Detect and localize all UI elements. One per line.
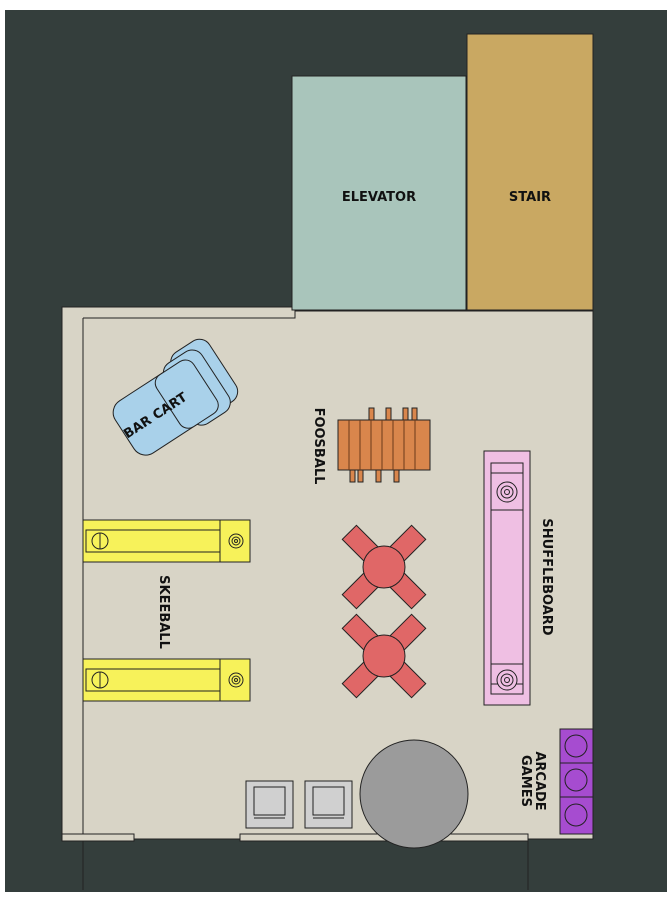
foosball-label: FOOSBALL (311, 408, 326, 485)
arcade-games (559, 728, 594, 835)
arcade-label-line1: ARCADE (532, 751, 547, 810)
skeeball-lane-top (82, 519, 251, 563)
stair: STAIR (466, 33, 594, 311)
stair-label: STAIR (509, 190, 551, 205)
round-table (359, 739, 469, 849)
skeeball-label: SKEEBALL (156, 575, 171, 649)
shuffleboard-label: SHUFFLEBOARD (539, 518, 554, 635)
game-table-top (341, 524, 427, 610)
elevator: ELEVATOR (291, 75, 467, 311)
foosball-table: FOOSBALL (311, 407, 431, 485)
skeeball-lane-bottom (82, 658, 251, 702)
shuffleboard-table (483, 450, 531, 706)
lounge-chair-left (245, 780, 294, 829)
lounge-chair-right (304, 780, 353, 829)
elevator-label: ELEVATOR (342, 190, 416, 205)
bar-cart: BAR CART (112, 338, 239, 456)
door-threshold-left (61, 833, 135, 842)
game-table-bottom (341, 613, 427, 699)
arcade-label-line2: GAMES (518, 755, 533, 807)
arcade-games-label: ARCADE GAMES (518, 751, 547, 810)
